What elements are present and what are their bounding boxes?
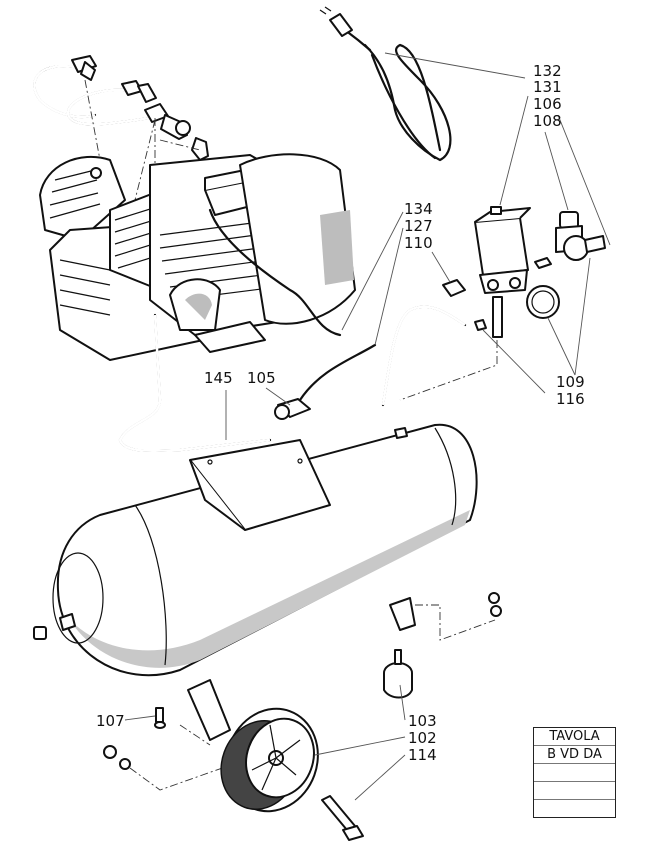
callout-105: 105 [247, 369, 276, 387]
compressor-motor-unit [39, 153, 356, 361]
callout-103: 103 [408, 712, 437, 730]
callout-106: 106 [533, 95, 562, 113]
callout-132: 132 [533, 62, 562, 80]
delivery-pipes [33, 55, 209, 300]
wheel [220, 707, 364, 841]
callout-109: 109 [556, 373, 585, 391]
title-block: TAVOLA B VD DA [533, 727, 616, 818]
callout-116: 116 [556, 390, 585, 408]
title-block-row-tavola: TAVOLA [534, 728, 615, 746]
callout-107: 107 [96, 712, 125, 730]
air-tank [33, 423, 496, 741]
title-block-row-empty [534, 800, 615, 817]
callout-127: 127 [404, 217, 433, 235]
power-cord [319, 6, 452, 162]
callout-108: 108 [533, 112, 562, 130]
title-block-row-empty [534, 782, 615, 800]
leader-lines [124, 52, 611, 801]
callout-131: 131 [533, 78, 562, 96]
pipe-and-check-valve [118, 313, 377, 453]
title-block-row-empty [534, 764, 615, 782]
pressure-switch-group [381, 206, 606, 407]
callout-102: 102 [408, 729, 437, 747]
small-hardware [103, 592, 502, 791]
title-block-row-code: B VD DA [534, 746, 615, 764]
callout-145: 145 [204, 369, 233, 387]
callout-110: 110 [404, 234, 433, 252]
callout-134: 134 [404, 200, 433, 218]
callout-114: 114 [408, 746, 437, 764]
